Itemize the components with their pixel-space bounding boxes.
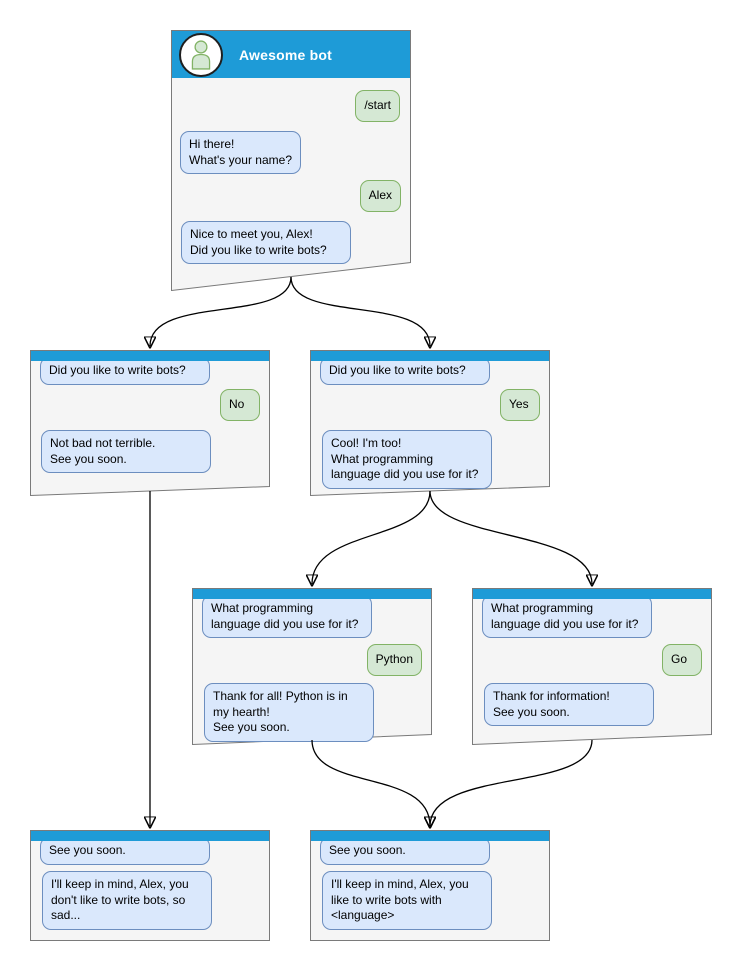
message-hi-there: Hi there! What's your name? — [180, 131, 302, 175]
message-alex: Alex — [359, 180, 401, 212]
message-yes: Yes — [500, 389, 540, 421]
node-main-chat: Awesome bot /start Hi there! What's your… — [171, 30, 411, 291]
chat-title: Awesome bot — [239, 46, 332, 63]
mini-header-bar — [311, 831, 549, 841]
node-branch-python: What programming language did you use fo… — [192, 588, 432, 745]
edge-yes-branch-to-python — [312, 490, 431, 584]
message-question: Did you like to write bots? — [40, 357, 210, 385]
message-python: Python — [366, 644, 422, 676]
message-not-bad: Not bad not terrible. See you soon. — [41, 430, 211, 474]
message-keep-in-mind-language: I'll keep in mind, Alex, you like to wri… — [322, 871, 492, 930]
message-no: No — [220, 389, 260, 421]
message-thank-python: Thank for all! Python is in my hearth! S… — [204, 683, 374, 742]
node-end-language: See you soon. I'll keep in mind, Alex, y… — [310, 830, 550, 941]
mini-header-bar — [31, 351, 269, 361]
mini-header-bar — [31, 831, 269, 841]
message-question: Did you like to write bots? — [320, 357, 490, 385]
node-branch-no: Did you like to write bots? No Not bad n… — [30, 350, 270, 496]
mini-header-bar — [473, 589, 711, 599]
edge-python-to-end-language — [311, 739, 430, 826]
mini-header-bar — [193, 589, 431, 599]
message-start: /start — [355, 90, 400, 122]
message-see-you-soon: See you soon. — [320, 837, 490, 865]
message-question: What programming language did you use fo… — [202, 595, 372, 639]
message-cool-im-too: Cool! I'm too! What programming language… — [322, 430, 492, 489]
node-branch-go: What programming language did you use fo… — [472, 588, 712, 745]
person-icon — [191, 39, 211, 70]
edge-yes-branch-to-go — [429, 490, 592, 584]
message-nice-to-meet: Nice to meet you, Alex! Did you like to … — [181, 221, 351, 265]
message-keep-in-mind-no: I'll keep in mind, Alex, you don't like … — [42, 871, 212, 930]
message-see-you-soon: See you soon. — [40, 837, 210, 865]
edge-go-to-end-language — [430, 739, 593, 826]
mini-header-bar — [311, 351, 549, 361]
node-branch-yes: Did you like to write bots? Yes Cool! I'… — [310, 350, 550, 496]
message-question: What programming language did you use fo… — [482, 595, 652, 639]
chat-header: Awesome bot — [172, 31, 410, 78]
bot-avatar — [179, 32, 223, 77]
node-end-no: See you soon. I'll keep in mind, Alex, y… — [30, 830, 270, 941]
message-go: Go — [662, 644, 702, 676]
message-thank-info: Thank for information! See you soon. — [484, 683, 654, 727]
